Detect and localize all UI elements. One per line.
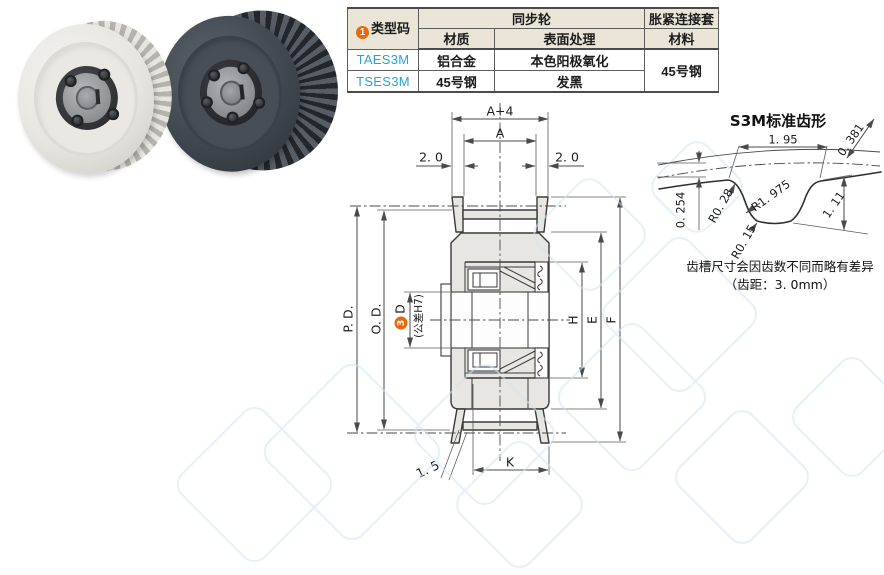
dim-label-e: E: [585, 316, 600, 324]
badge-3: [394, 316, 408, 330]
dim-label-2-right: 2. 0: [555, 150, 579, 165]
dim-label-flange-thickness: 1. 5: [414, 457, 442, 481]
cross-section-drawing: A+4 A 2. 0 2. 0 P. D. O. D. 3 D (公差H7) H…: [341, 103, 626, 481]
table-row: TAES3M 铝合金 本色阳极氧化 45号钢: [347, 48, 719, 93]
dim-label-k: K: [506, 455, 515, 470]
dim-label-2-left: 2. 0: [419, 150, 443, 165]
tooth-gap-outline: [658, 171, 882, 225]
watermark-shape: [785, 350, 884, 484]
dim-label-r015: R0. 15: [728, 222, 759, 261]
type-code-label: 类型码: [370, 21, 410, 37]
finish-column-header: 表面处理: [494, 28, 645, 50]
screw-section-top: [534, 261, 549, 293]
sleeve-group-header: 胀紧连接套: [644, 7, 719, 29]
sleeve-material-column-header: 材料: [644, 28, 719, 50]
dim-label-f: F: [604, 316, 619, 323]
table-row: TSES3M 45号钢 发黑: [347, 70, 719, 93]
flange-tab-bottom-right: [534, 408, 550, 444]
flange-tab-top-right: [536, 196, 549, 233]
finish-cell: 本色阳极氧化: [494, 48, 645, 71]
pitch-arc: [657, 162, 881, 179]
tooth-profile-title: S3M标准齿形: [730, 112, 826, 130]
screw-section-bottom: [534, 347, 549, 379]
dim-label-r028: R0. 28: [705, 186, 736, 225]
dim-label-0254: 0. 254: [674, 192, 688, 229]
dim-label-pitch-width: 1. 95: [768, 133, 797, 147]
tooth-profile-diagram: S3M标准齿形 1. 95 0. 381 0. 254 R0. 28 R1. 9…: [657, 112, 882, 292]
dim-label-a4: A+4: [487, 104, 514, 119]
pulley-photo-aluminum: [4, 7, 225, 191]
type-code-cell: TSES3M: [347, 70, 419, 93]
type-code-cell: TAES3M: [347, 48, 419, 71]
badge-1: 1: [355, 26, 369, 40]
dim-label-pd: P. D.: [341, 305, 356, 332]
dim-label-a: A: [496, 126, 505, 141]
dim-label-h: H: [566, 315, 581, 324]
badge-3-number: 3: [396, 320, 407, 327]
finish-cell: 发黑: [494, 70, 645, 93]
material-cell: 铝合金: [418, 48, 495, 71]
dim-label-d-tolerance: (公差H7): [412, 294, 425, 338]
dim-label-r1975: R1. 975: [749, 177, 793, 215]
flange-tab-top-left: [451, 196, 464, 233]
flange-tab-bottom-left: [450, 408, 466, 444]
sleeve-material-cell: 45号钢: [644, 48, 719, 93]
material-cell: 45号钢: [418, 70, 495, 93]
dim-label-111: 1. 11: [819, 189, 847, 221]
timing-pulley-group-header: 同步轮: [418, 7, 645, 29]
material-column-header: 材质: [418, 28, 495, 50]
tooth-note-line1: 齿槽尺寸会因齿数不同而略有差异: [686, 259, 874, 274]
tooth-note-line2: （齿距：3. 0mm）: [725, 277, 836, 292]
dim-label-od: O. D.: [369, 304, 384, 335]
watermark-shape: [668, 403, 816, 551]
dim-label-d: D: [393, 304, 408, 314]
